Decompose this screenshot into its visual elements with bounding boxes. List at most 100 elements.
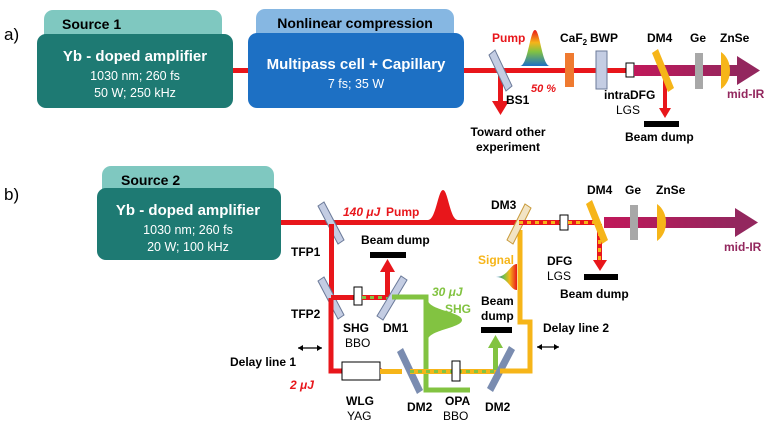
source-1-tab-label: Source 1 — [62, 16, 121, 32]
dm2-right-label: DM2 — [485, 400, 511, 414]
ge-plate-a — [695, 53, 703, 89]
mid-ir-arrow-b — [735, 208, 758, 237]
source-1-title: Yb - doped amplifier — [63, 48, 207, 65]
dm4-mirror-a — [652, 49, 674, 92]
bs1-label: BS1 — [506, 93, 530, 107]
caf2-label: CaF2 — [560, 31, 588, 47]
beam-dump-b2-label-2: dump — [481, 309, 514, 323]
signal-beam-delay-2 — [500, 230, 533, 374]
panel-a-letter: a) — [4, 25, 19, 44]
compression-title: Multipass cell + Capillary — [267, 56, 446, 73]
ge-plate-b — [630, 205, 638, 240]
beam-dump-b2 — [481, 327, 512, 333]
lgs-label-a: LGS — [616, 103, 640, 117]
shg-crystal-label: SHG — [343, 321, 369, 335]
dfg-label: DFG — [547, 254, 572, 268]
dm2-left-label: DM2 — [407, 400, 433, 414]
beam-dump-b3 — [584, 274, 618, 280]
dm2-dump-arrow — [488, 335, 503, 348]
shg-label: SHG — [445, 302, 471, 316]
bbo-label-1: BBO — [345, 336, 370, 350]
intradfg-label: intraDFG — [604, 88, 655, 102]
dm4-label-b: DM4 — [587, 183, 613, 197]
mid-ir-arrow-a — [737, 56, 760, 85]
ge-label-a: Ge — [690, 31, 706, 45]
panel-b-letter: b) — [4, 185, 19, 204]
tfp2-label: TFP2 — [291, 307, 321, 321]
residual-arrow-b — [593, 260, 607, 271]
mid-ir-beam-a — [634, 65, 739, 76]
dm3-label: DM3 — [491, 198, 517, 212]
bs1-branch-beam — [498, 70, 503, 103]
intradfg-crystal — [625, 62, 635, 78]
pump-pulse-b — [428, 190, 458, 220]
signal-beam-wlg — [380, 369, 402, 374]
source-2-box — [97, 188, 281, 260]
bbo-label-2: BBO — [443, 409, 468, 423]
residual-beam-a — [663, 72, 667, 111]
znse-label-a: ZnSe — [720, 31, 750, 45]
yag-label: YAG — [347, 409, 371, 423]
shg-crystal — [353, 286, 363, 306]
dm1-dump-beam — [385, 267, 390, 297]
pump-label-a: Pump — [492, 31, 525, 45]
dm1-dump-arrow — [380, 259, 395, 272]
source-2-tab-label: Source 2 — [121, 172, 180, 188]
energy-30-label: 30 μJ — [432, 285, 463, 299]
bwp-label: BWP — [590, 31, 618, 45]
compression-line1: 7 fs; 35 W — [328, 77, 384, 91]
caf2-plate — [565, 53, 574, 87]
compression-tab-label: Nonlinear compression — [277, 15, 433, 31]
dm2-dump-beam — [493, 343, 498, 370]
pump-beam-a2 — [464, 68, 626, 73]
post-dfg-beam — [568, 220, 596, 225]
ge-label-b: Ge — [625, 183, 641, 197]
combined-beam-b — [519, 220, 562, 225]
pump-beam-vertical-1 — [329, 224, 334, 297]
bs1-branch-arrow — [492, 101, 509, 115]
source-1-box — [37, 34, 233, 108]
bs1-plate — [488, 49, 513, 92]
dm4-label-a: DM4 — [647, 31, 673, 45]
mid-ir-label-a: mid-IR — [727, 87, 765, 101]
shg-beam-path — [392, 294, 470, 393]
source-2-line2: 20 W; 100 kHz — [147, 240, 229, 254]
beam-dump-b3-label: Beam dump — [560, 287, 629, 301]
split-ratio: 50 % — [531, 83, 556, 95]
lgs-label-b: LGS — [547, 269, 571, 283]
toward-other-line2: experiment — [476, 140, 540, 154]
delay-line-1-arrow — [298, 345, 322, 351]
pump-beam-a1 — [233, 68, 249, 73]
source-2-line1: 1030 nm; 260 fs — [143, 223, 233, 237]
beam-dump-b1-label: Beam dump — [361, 233, 430, 247]
mid-ir-beam-b — [604, 217, 737, 228]
residual-arrow-a — [659, 108, 671, 118]
mixed-beam-shg — [362, 295, 392, 300]
pump-label-b: Pump — [386, 205, 419, 219]
source-1-line1: 1030 nm; 260 fs — [90, 69, 180, 83]
energy-2-label: 2 μJ — [289, 378, 314, 392]
delay-line-2-label: Delay line 2 — [543, 321, 609, 335]
signal-label: Signal — [478, 253, 514, 267]
pump-beam-shg — [331, 295, 364, 300]
opa-crystal — [451, 360, 461, 382]
opa-label: OPA — [445, 394, 470, 408]
panel-a: a) Source 1 Yb - doped amplifier 1030 nm… — [4, 9, 765, 154]
panel-b: b) Source 2 Yb - doped amplifier 1030 nm… — [4, 166, 762, 423]
beam-dump-a — [644, 121, 679, 127]
delay-line-1-label: Delay line 1 — [230, 355, 296, 369]
signal-pulse — [496, 264, 517, 290]
dm4-mirror-b — [586, 200, 608, 244]
pump-pulse-a — [520, 30, 550, 66]
toward-other-line1: Toward other — [470, 125, 545, 139]
bwp-plate — [595, 50, 608, 90]
beam-dump-b2-label-1: Beam — [481, 294, 514, 308]
energy-140-label: 140 μJ — [343, 205, 381, 219]
dm1-label: DM1 — [383, 321, 409, 335]
tfp1-label: TFP1 — [291, 245, 321, 259]
znse-lens-a — [721, 52, 730, 89]
source-2-title: Yb - doped amplifier — [116, 202, 260, 219]
dfg-crystal — [559, 214, 569, 231]
mid-ir-label-b: mid-IR — [724, 240, 762, 254]
